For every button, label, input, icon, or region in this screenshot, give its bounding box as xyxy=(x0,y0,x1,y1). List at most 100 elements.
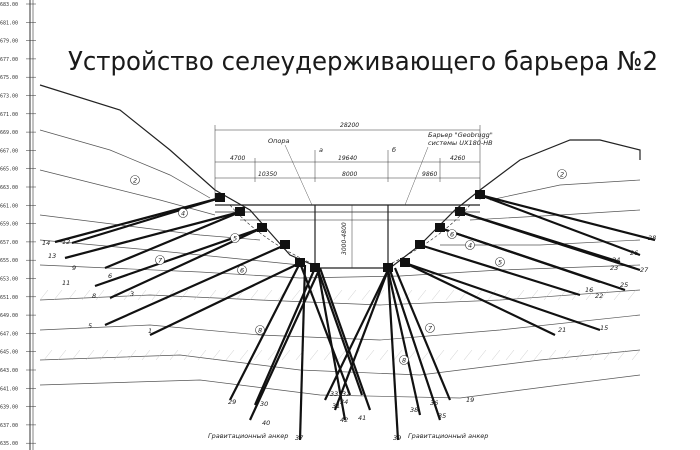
anchor-head xyxy=(383,263,393,272)
anchor-rod xyxy=(404,262,556,336)
hatch-line xyxy=(365,349,375,361)
anchor-number: 1 xyxy=(148,327,152,335)
hatch-line xyxy=(123,289,133,301)
anchor-head xyxy=(295,258,305,267)
anchor-number: 38 xyxy=(410,406,418,414)
dim-left-span: 4700 xyxy=(230,155,245,162)
hatch-line xyxy=(379,349,389,361)
anchor-rod xyxy=(404,261,601,332)
anchor-number: 24 xyxy=(612,256,620,264)
layer-number: 6 xyxy=(240,266,244,274)
anchor-rod xyxy=(104,210,241,270)
layer-number: 8 xyxy=(258,326,262,334)
hatch-line xyxy=(137,289,147,301)
layer-number: 5 xyxy=(233,234,237,242)
axis-mark-right: б xyxy=(392,146,396,154)
hatch-line xyxy=(67,289,77,301)
dimension-lines xyxy=(214,125,481,268)
hatch-line xyxy=(249,289,259,301)
hatch-line xyxy=(95,289,105,301)
hatch-line xyxy=(263,289,273,301)
hatch-line xyxy=(197,349,207,361)
elevation-scale: 683.00681.00679.00677.00675.00673.00671.… xyxy=(0,0,36,450)
hatch-line xyxy=(589,349,599,361)
anchor-rod xyxy=(149,262,301,336)
hatch-line xyxy=(449,349,459,361)
layer-number: 4 xyxy=(468,241,472,249)
anchor-number: 36 xyxy=(430,399,438,407)
hatch-line xyxy=(393,349,403,361)
anchor-number: 29 xyxy=(228,398,236,406)
hatch-line xyxy=(169,349,179,361)
anchor-head xyxy=(415,240,425,249)
hatch-line xyxy=(113,349,123,361)
barrier-label-2: системы UX180-HB xyxy=(428,139,493,147)
anchor-rod xyxy=(71,196,221,245)
elevation-label: 671.00 xyxy=(0,112,18,118)
hatch-line xyxy=(155,349,165,361)
hatch-line xyxy=(557,289,567,301)
hatch-line xyxy=(585,289,595,301)
hatch-line xyxy=(547,349,557,361)
dim-left-sub: 10350 xyxy=(258,171,277,178)
elevation-label: 643.00 xyxy=(0,368,18,374)
layer-circle xyxy=(178,208,188,218)
hatch-line xyxy=(463,349,473,361)
anchor-rod xyxy=(333,269,390,411)
anchor-head xyxy=(215,193,225,202)
hatch-line xyxy=(211,349,221,361)
anchor-rod xyxy=(419,243,581,297)
layer-number: 2 xyxy=(133,176,137,184)
layer-circle xyxy=(155,255,165,265)
anchor-head xyxy=(400,258,410,267)
hatch-line xyxy=(519,349,529,361)
anchor-number: 28 xyxy=(648,234,656,242)
anchor-number: 19 xyxy=(466,396,474,404)
hatch-line xyxy=(445,289,455,301)
anchor-number: 31 xyxy=(332,402,340,410)
hatch-line xyxy=(421,349,431,361)
elevation-label: 647.00 xyxy=(0,331,18,337)
layer-circle xyxy=(130,175,140,185)
support-label: Опора xyxy=(268,137,289,145)
hatch-line xyxy=(71,349,81,361)
anchor-rod xyxy=(298,262,352,396)
anchor-number: 22 xyxy=(595,292,603,300)
hatch-line xyxy=(323,349,333,361)
anchor-number: 5 xyxy=(88,322,92,330)
hatch-line xyxy=(141,349,151,361)
hatch-line xyxy=(333,289,343,301)
layer-circle xyxy=(557,169,567,179)
anchor-rod xyxy=(479,193,641,257)
hatch-line xyxy=(239,349,249,361)
layer-number: 2 xyxy=(560,170,564,178)
anchor-number: 16 xyxy=(585,286,593,294)
hatch-line xyxy=(309,349,319,361)
hatch-line xyxy=(631,349,641,361)
elevation-label: 653.00 xyxy=(0,277,18,283)
hatch-line xyxy=(221,289,231,301)
anchor-number: 33 xyxy=(330,390,338,398)
dim-right-span: 4260 xyxy=(450,155,465,162)
hatch-line xyxy=(39,289,49,301)
elevation-label: 645.00 xyxy=(0,350,18,356)
elevation-label: 661.00 xyxy=(0,203,18,209)
anchor-rod xyxy=(479,193,656,242)
anchor-rod xyxy=(104,243,286,327)
dim-total: 28200 xyxy=(340,122,359,129)
layer-number: 8 xyxy=(402,356,406,364)
dim-height: 3000-4800 xyxy=(341,222,348,255)
hatch-line xyxy=(361,289,371,301)
hatch-line xyxy=(473,289,483,301)
hatch-line xyxy=(571,289,581,301)
layer-number: 7 xyxy=(158,256,163,264)
hatch-line xyxy=(627,289,637,301)
anchor-number: 41 xyxy=(358,414,366,422)
anchor-number: 27 xyxy=(640,266,649,274)
anchor-number: 8 xyxy=(92,292,96,300)
anchor-number: 21 xyxy=(558,326,566,334)
anchor-rod xyxy=(249,267,321,421)
anchor-rod xyxy=(386,269,400,441)
